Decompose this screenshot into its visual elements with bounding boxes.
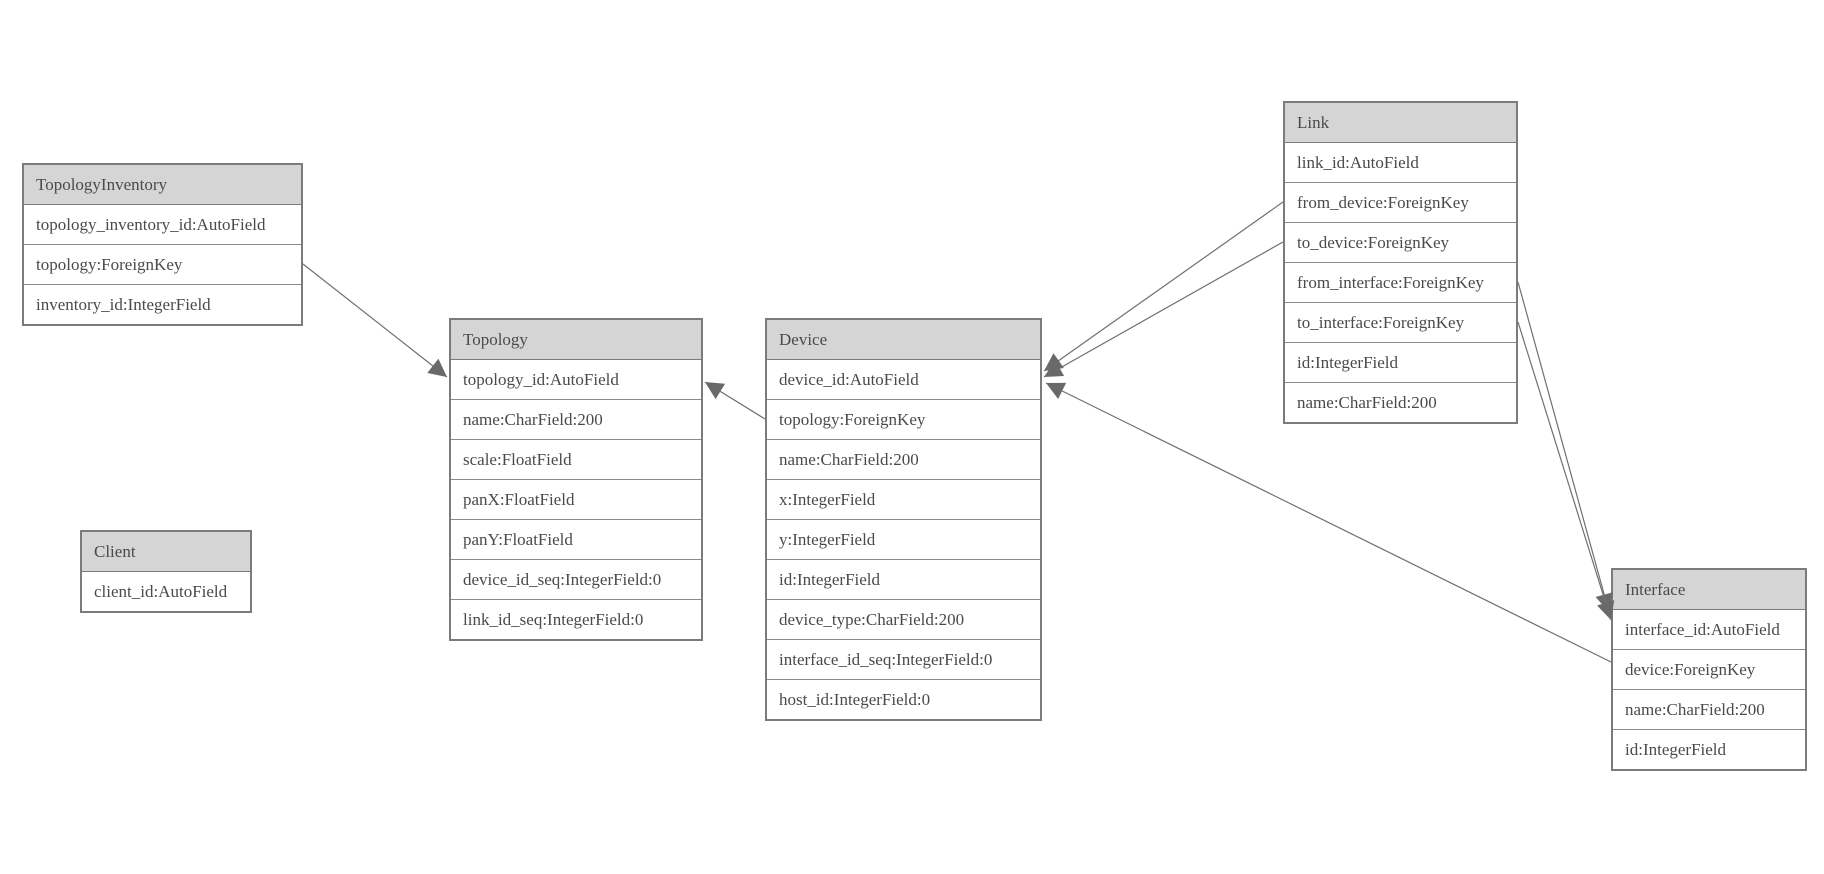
relation-line-interface-device-to-device-id (1045, 382, 1612, 663)
relation-line-topologyinventory-topology-to-topology-id (302, 263, 448, 378)
entity-field-row: client_id:AutoField (82, 572, 250, 611)
entity-field-row: panY:FloatField (451, 520, 701, 560)
entity-title-link: Link (1285, 103, 1516, 143)
entity-field-row: id:IntegerField (1285, 343, 1516, 383)
relation-line-link-from-interface-to-interface-id (1517, 281, 1613, 613)
relation-line-link-to-device-to-device-id (1043, 241, 1284, 378)
entity-field-row: x:IntegerField (767, 480, 1040, 520)
entity-title-device: Device (767, 320, 1040, 360)
entity-title-topology: Topology (451, 320, 701, 360)
entity-field-row: name:CharField:200 (1285, 383, 1516, 422)
entity-field-row: device_type:CharField:200 (767, 600, 1040, 640)
entity-field-row: topology_inventory_id:AutoField (24, 205, 301, 245)
entity-field-row: name:CharField:200 (451, 400, 701, 440)
entity-title-interface: Interface (1613, 570, 1805, 610)
entity-field-row: name:CharField:200 (767, 440, 1040, 480)
entity-field-row: to_device:ForeignKey (1285, 223, 1516, 263)
entity-field-row: scale:FloatField (451, 440, 701, 480)
entity-field-row: name:CharField:200 (1613, 690, 1805, 730)
entity-field-row: device_id_seq:IntegerField:0 (451, 560, 701, 600)
entity-field-row: inventory_id:IntegerField (24, 285, 301, 324)
entity-field-row: interface_id:AutoField (1613, 610, 1805, 650)
entity-field-row: id:IntegerField (767, 560, 1040, 600)
entity-field-row: device_id:AutoField (767, 360, 1040, 400)
entity-field-row: link_id_seq:IntegerField:0 (451, 600, 701, 639)
entity-field-row: from_interface:ForeignKey (1285, 263, 1516, 303)
entity-field-row: y:IntegerField (767, 520, 1040, 560)
entity-field-row: from_device:ForeignKey (1285, 183, 1516, 223)
entity-field-row: host_id:IntegerField:0 (767, 680, 1040, 719)
entity-field-row: topology_id:AutoField (451, 360, 701, 400)
entity-field-row: link_id:AutoField (1285, 143, 1516, 183)
entity-field-row: device:ForeignKey (1613, 650, 1805, 690)
relation-line-link-to-interface-to-interface-id (1517, 321, 1615, 621)
entity-field-row: topology:ForeignKey (767, 400, 1040, 440)
entity-field-row: topology:ForeignKey (24, 245, 301, 285)
entity-title-topology-inventory: TopologyInventory (24, 165, 301, 205)
entity-field-row: to_interface:ForeignKey (1285, 303, 1516, 343)
entity-field-row: interface_id_seq:IntegerField:0 (767, 640, 1040, 680)
entity-title-client: Client (82, 532, 250, 572)
entity-field-row: panX:FloatField (451, 480, 701, 520)
entity-field-row: id:IntegerField (1613, 730, 1805, 769)
relation-line-link-from-device-to-device-id (1043, 201, 1284, 372)
relation-line-device-topology-to-topology-id (704, 381, 766, 420)
